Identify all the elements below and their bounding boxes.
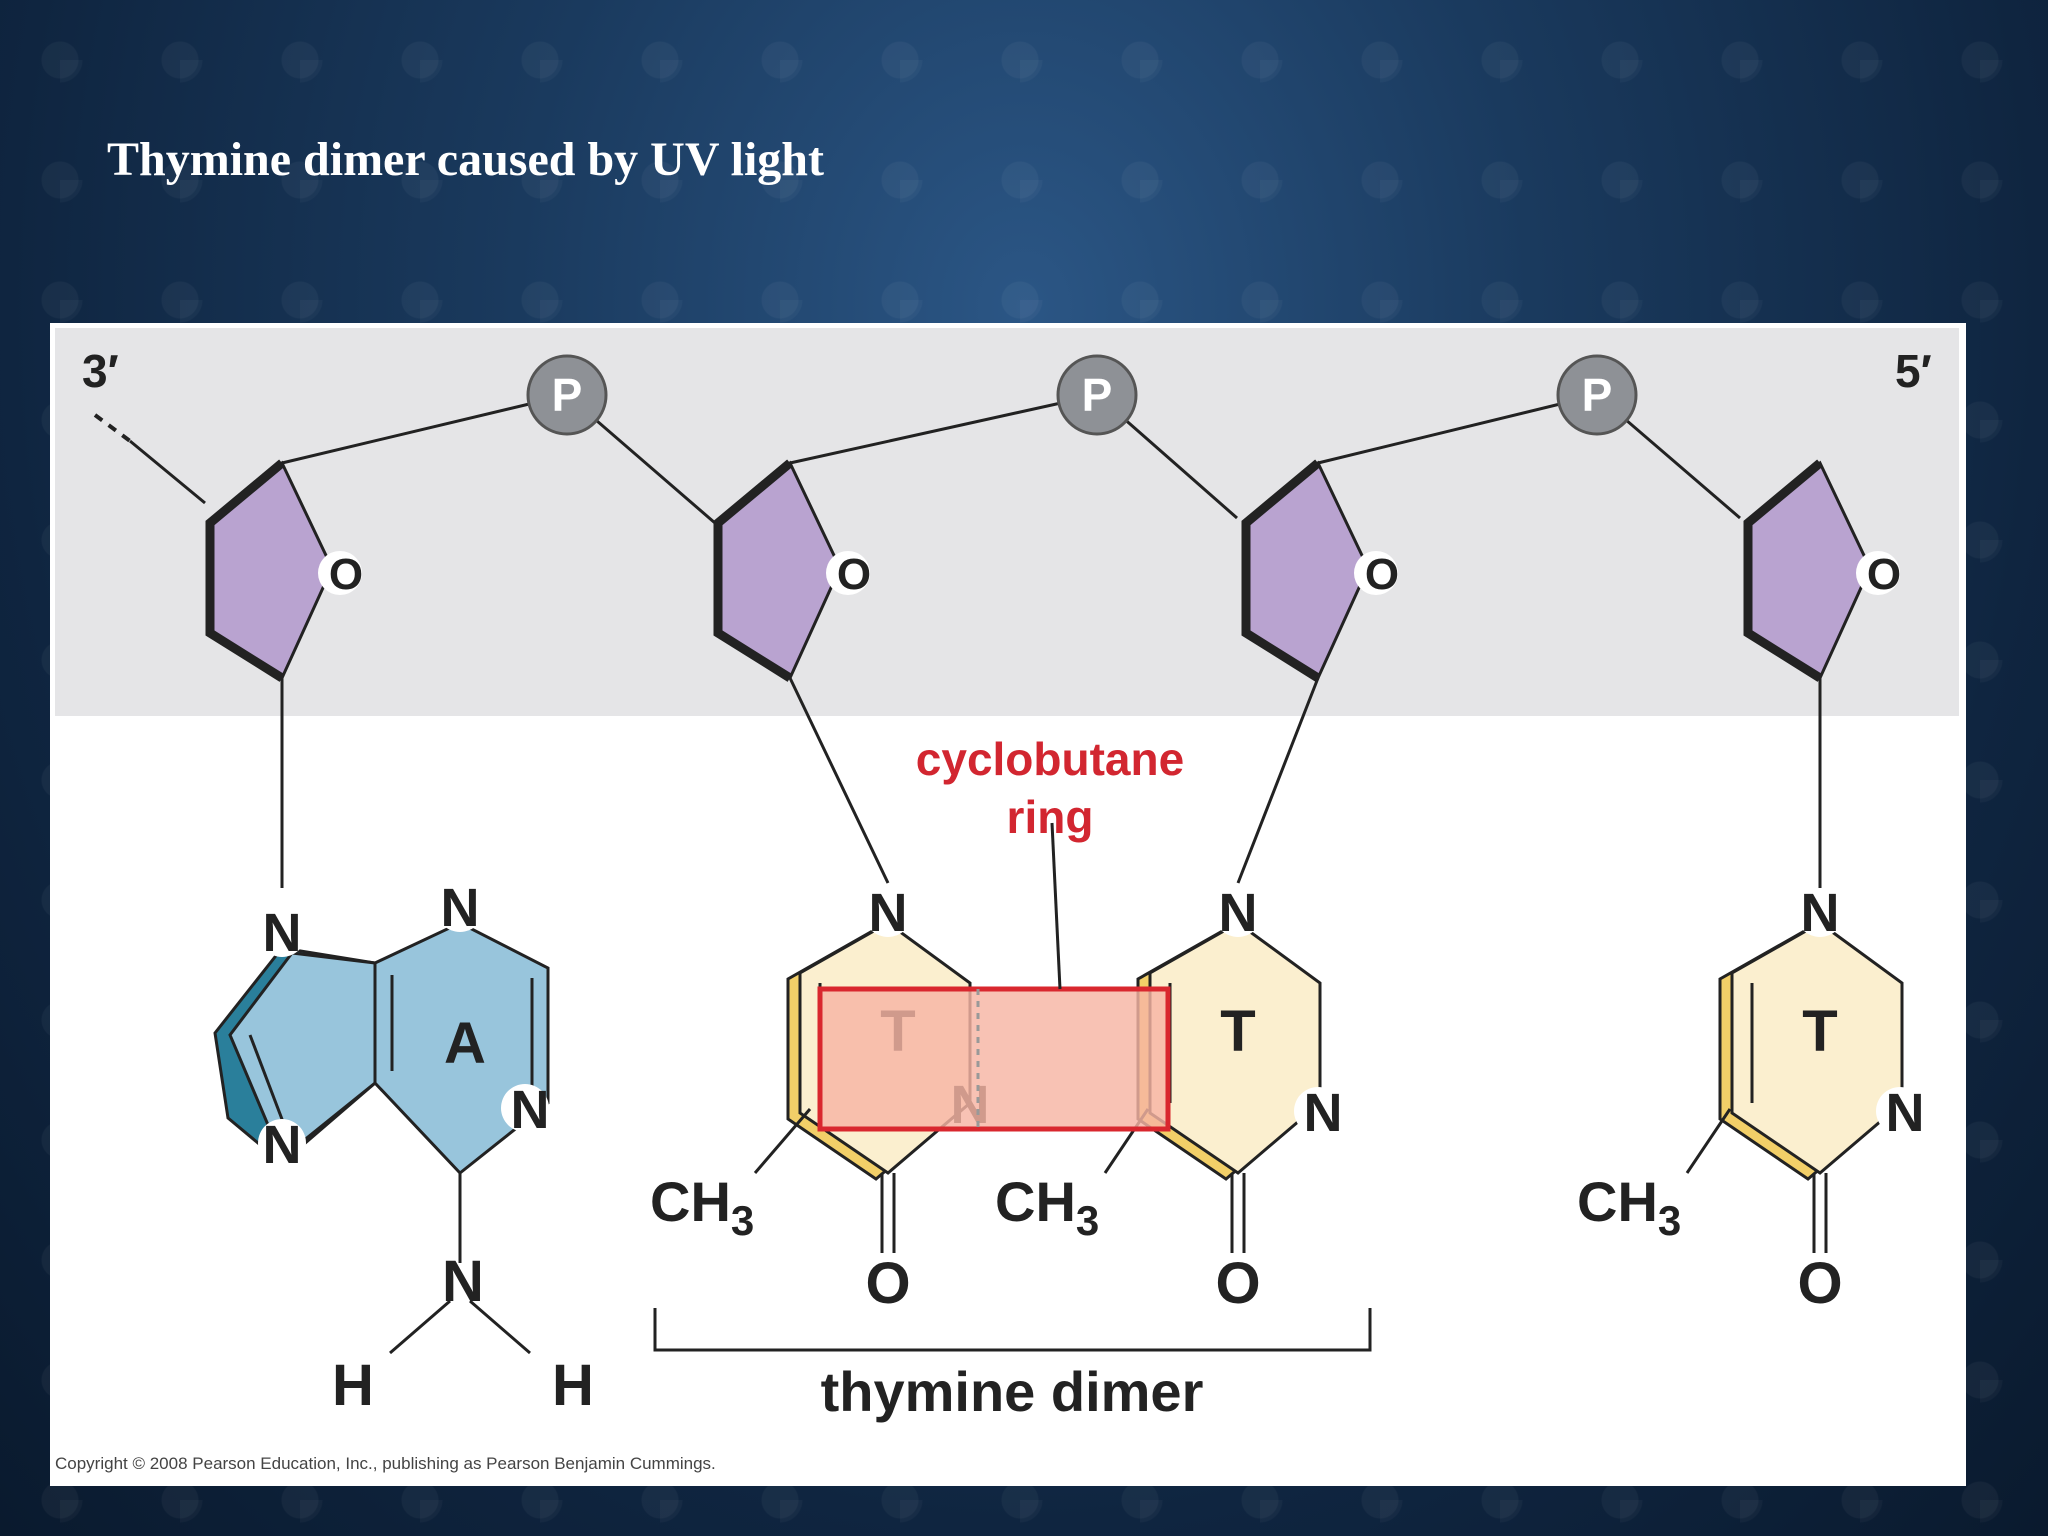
sugar-1: O — [205, 459, 363, 682]
five-prime-label: 5′ — [1895, 345, 1932, 397]
thymine3-letter: T — [1802, 999, 1837, 1064]
backbone-band — [55, 328, 1959, 716]
thymine1-n-top-label: N — [869, 883, 908, 943]
ring-oxygen-label: O — [329, 550, 363, 599]
ring-oxygen-label: O — [837, 550, 871, 599]
phosphate-group-3: P — [1556, 354, 1638, 436]
ring-oxygen-label: O — [1867, 550, 1901, 599]
thymine-base-3: N T N CH3 O — [1577, 883, 1925, 1316]
thymine-dimer-label: thymine dimer — [821, 1360, 1204, 1423]
amine-h1-label: H — [332, 1353, 374, 1418]
thymine2-n-side-label: N — [1304, 1083, 1343, 1143]
thymine-dimer-figure: 3′ 5′ P P P — [50, 323, 1966, 1486]
thymine2-letter: T — [1220, 999, 1255, 1064]
thymine3-oxygen-label: O — [1797, 1251, 1842, 1316]
thymine2-ch3-label: CH3 — [995, 1170, 1099, 1244]
three-prime-label: 3′ — [82, 345, 119, 397]
dimer-bracket — [653, 1308, 1372, 1352]
thymine2-oxygen-label: O — [1215, 1251, 1260, 1316]
sugar-4: O — [1743, 459, 1901, 682]
thymine-base-2: N T N CH3 O — [995, 883, 1343, 1316]
phosphate-label: P — [552, 369, 583, 421]
adenine-n7-label: N — [441, 878, 480, 938]
slide-title: Thymine dimer caused by UV light — [107, 133, 824, 186]
phosphate-label: P — [1582, 369, 1613, 421]
copyright-notice: Copyright © 2008 Pearson Education, Inc.… — [55, 1454, 716, 1473]
phosphate-group-2: P — [1056, 354, 1138, 436]
backbone-continuation — [93, 413, 132, 443]
thymine3-n-side-label: N — [1886, 1083, 1925, 1143]
phosphate-label: P — [1082, 369, 1113, 421]
cyclobutane-ring: cyclobutane ring — [817, 733, 1184, 1132]
adenine-base: N N N N A N H H — [213, 878, 594, 1418]
cyclobutane-label-line1: cyclobutane — [916, 733, 1184, 785]
adenine-n9-label: N — [263, 903, 302, 963]
phosphate-group-1: P — [526, 354, 608, 436]
thymine2-n-top-label: N — [1219, 883, 1258, 943]
adenine-letter: A — [444, 1011, 486, 1076]
sugar-2: O — [713, 459, 871, 682]
amine-h2-label: H — [552, 1353, 594, 1418]
thymine1-ch3-label: CH3 — [650, 1170, 754, 1244]
thymine3-n-top-label: N — [1801, 883, 1840, 943]
adenine-n1-label: N — [511, 1080, 550, 1140]
thymine1-oxygen-label: O — [865, 1251, 910, 1316]
ring-oxygen-label: O — [1365, 550, 1399, 599]
cyclobutane-label-line2: ring — [1007, 791, 1094, 843]
amine-n-label: N — [442, 1249, 484, 1314]
dna-structure-diagram: 3′ 5′ P P P — [55, 328, 1959, 1473]
sugar-3: O — [1241, 459, 1399, 682]
thymine3-ch3-label: CH3 — [1577, 1170, 1681, 1244]
adenine-n3-label: N — [263, 1115, 302, 1175]
